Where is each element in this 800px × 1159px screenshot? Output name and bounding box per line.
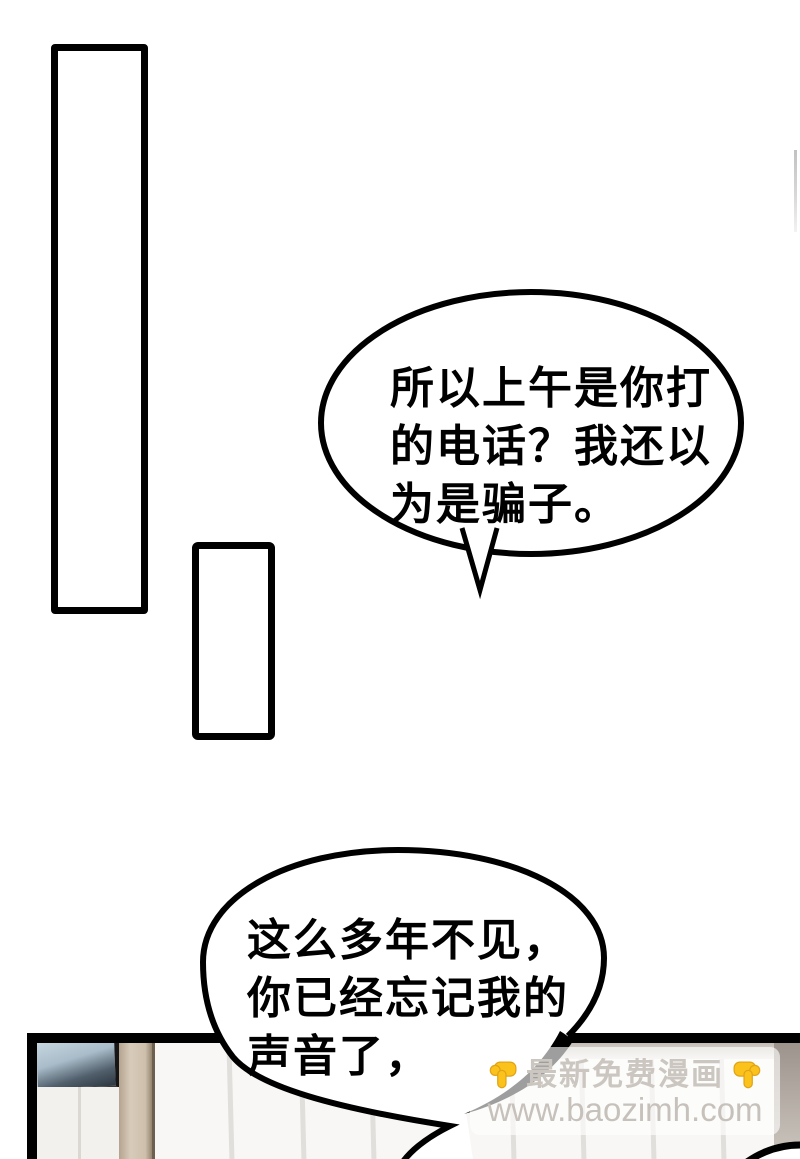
cabinet-divider (78, 1087, 81, 1159)
corner-bubble (745, 1141, 800, 1159)
bubble-2-line-2: 你已经忘记我的 (247, 974, 569, 1023)
bubble-1-line-1: 所以上午是你打 (390, 364, 712, 413)
point-down-icon (733, 1061, 761, 1088)
bubble-1-line-2: 的电话？我还以 (390, 422, 712, 471)
speech-bubble-1-tail (459, 527, 500, 600)
bubble-2-line-3: 声音了， (247, 1032, 431, 1081)
speech-bubble-1-tail-fill (462, 528, 497, 590)
bubble-1-line-3: 为是骗子。 (390, 480, 620, 529)
small-panel-rect (192, 542, 275, 740)
point-down-icon (489, 1061, 517, 1088)
door-frame-post (119, 1043, 155, 1159)
speech-bubble-2-text: 这么多年不见， 你已经忘记我的 声音了， (247, 912, 569, 1086)
bubble-2-line-1: 这么多年不见， (247, 916, 569, 965)
watermark-box: 最新免费漫画 www.baozimh.com (470, 1047, 780, 1135)
speech-bubble-2-outline (199, 846, 608, 1159)
watermark-title: 最新免费漫画 (526, 1056, 724, 1092)
speech-bubble-2-tail-notch (464, 1031, 573, 1114)
speech-bubble-1 (318, 289, 744, 557)
cabinet-doors (37, 1087, 119, 1159)
right-edge-mark (794, 150, 797, 232)
speech-bubble-1-text: 所以上午是你打 的电话？我还以 为是骗子。 (390, 360, 712, 534)
watermark-url: www.baozimh.com (487, 1091, 763, 1128)
tall-panel-rect (51, 44, 148, 614)
